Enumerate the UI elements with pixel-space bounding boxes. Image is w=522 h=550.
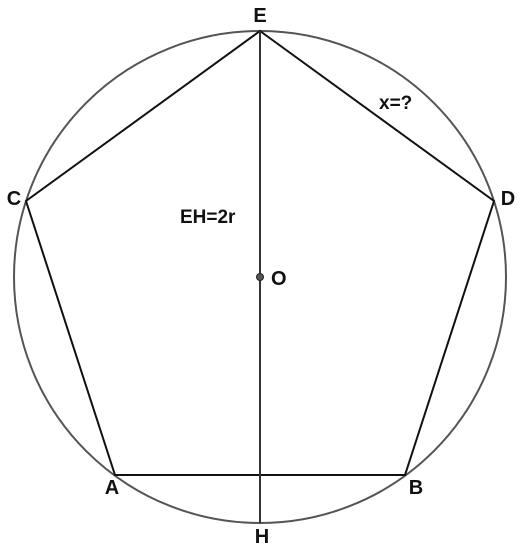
label-h: H xyxy=(255,526,269,548)
center-point xyxy=(256,273,264,281)
unknown-side-annotation: x=? xyxy=(379,93,412,114)
label-c: C xyxy=(7,188,21,210)
label-a: A xyxy=(105,477,119,499)
label-e: E xyxy=(253,5,266,27)
label-b: B xyxy=(409,477,423,499)
label-d: D xyxy=(501,188,515,210)
diameter-annotation: EH=2r xyxy=(180,207,236,228)
label-o: O xyxy=(271,268,287,290)
